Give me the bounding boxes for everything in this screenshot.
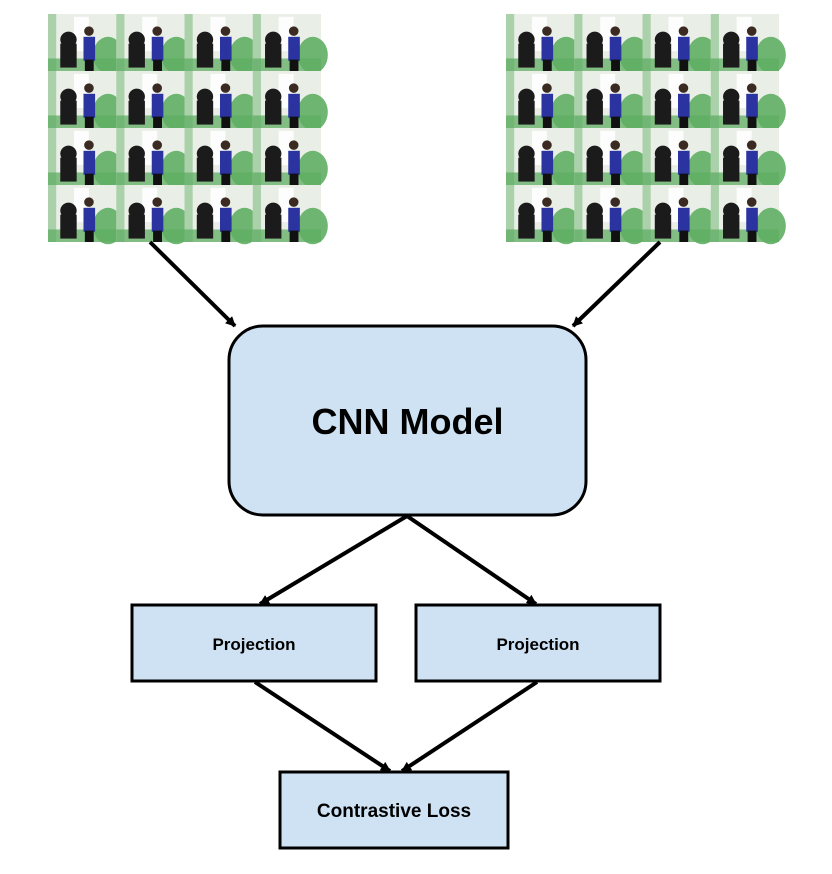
video-frame: [252, 128, 328, 188]
video-frame: [710, 128, 786, 188]
arrow-projection-left-to-loss: [253, 680, 392, 773]
video-frame: [48, 71, 124, 131]
video-frame: [642, 128, 718, 188]
video-frame: [184, 14, 260, 74]
video-frame: [506, 71, 582, 131]
arrow-projection-right-to-loss: [400, 680, 539, 773]
video-frame: [506, 14, 582, 74]
video-frame: [252, 14, 328, 74]
video-frame: [642, 14, 718, 74]
video-frame: [506, 185, 582, 245]
projection-box-left: Projection: [130, 603, 378, 683]
video-frame: [48, 14, 124, 74]
contrastive-loss-box: Contrastive Loss: [278, 770, 510, 850]
video-frame: [116, 71, 192, 131]
video-clip-left: [48, 14, 328, 245]
video-frame: [116, 185, 192, 245]
projection-box-right: Projection: [414, 603, 662, 683]
video-frame: [574, 185, 650, 245]
video-frame: [506, 128, 582, 188]
video-frame: [642, 185, 718, 245]
video-frame: [710, 14, 786, 74]
arrow-cnn-to-projection-right: [405, 514, 538, 606]
video-frame: [116, 128, 192, 188]
video-frame: [48, 185, 124, 245]
arrow-clip-left-to-cnn: [148, 240, 237, 328]
video-frame: [574, 71, 650, 131]
contrastive-loss-label: Contrastive Loss: [317, 801, 471, 822]
video-frame: [184, 71, 260, 131]
cnn-model-label: CNN Model: [312, 401, 504, 442]
video-frame: [184, 128, 260, 188]
arrow-cnn-to-projection-left: [258, 514, 409, 606]
video-frame: [48, 128, 124, 188]
video-frame: [116, 14, 192, 74]
video-frame: [710, 185, 786, 245]
cnn-model-box: CNN Model: [227, 324, 588, 517]
video-frame: [574, 14, 650, 74]
arrow-clip-right-to-cnn: [571, 240, 662, 328]
video-frame: [252, 185, 328, 245]
video-frame: [710, 71, 786, 131]
video-frame: [574, 128, 650, 188]
video-frame: [252, 71, 328, 131]
projection-right-label: Projection: [496, 635, 579, 654]
video-frame: [642, 71, 718, 131]
video-clip-right: [506, 14, 786, 245]
projection-left-label: Projection: [212, 635, 295, 654]
video-frame: [184, 185, 260, 245]
